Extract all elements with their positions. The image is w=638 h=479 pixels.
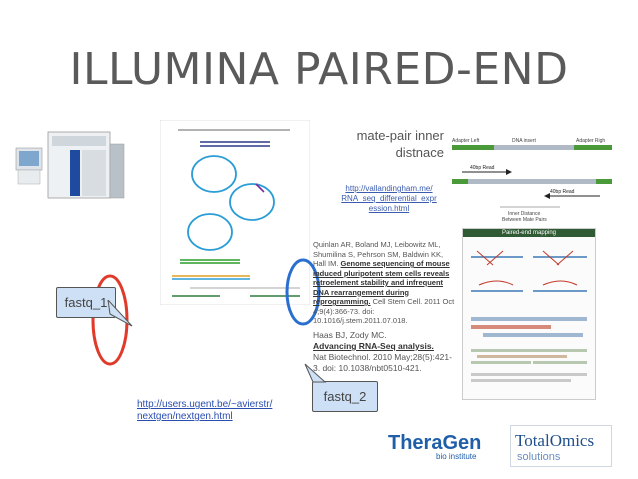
- ref2-authors: Haas BJ, Zody MC.: [313, 330, 387, 340]
- sequencer-image: [15, 131, 125, 199]
- mate-pair-heading: mate-pair inner distnace: [346, 127, 444, 161]
- fastq2-pointer: [304, 363, 327, 383]
- theragen-logo-text: TheraGen: [388, 432, 481, 454]
- sequencer-top-shape: [52, 136, 106, 146]
- ref1-citation: Cell Stem Cell. 2011 Oct 4;9(4):366-73. …: [313, 297, 455, 325]
- read2-label: 40bp Read: [550, 189, 575, 195]
- read2-arrow-head: [544, 193, 550, 199]
- paired-end-mapping-graphics: [471, 250, 587, 382]
- sequencer-side-panel-shape: [82, 150, 106, 196]
- paired-end-mapping-figure: Paired-end mapping: [462, 228, 596, 400]
- reference-1: Quinlan AR, Boland MJ, Leibowitz ML, Shu…: [313, 240, 457, 326]
- read1-arrow-head: [506, 169, 512, 175]
- totalomics-logo-text: TotalOmics: [515, 431, 594, 450]
- theragen-logo-graphic: TheraGen bio institute: [388, 432, 481, 461]
- ugent-link[interactable]: http://users.ugent.be/~avierstr/ nextgen…: [137, 399, 287, 423]
- circle-molecule-1-shape: [191, 155, 237, 193]
- ugent-link-line2[interactable]: nextgen/nextgen.html: [137, 411, 233, 422]
- adapter-right-label: Adapter Righ: [576, 138, 605, 144]
- sequencer-blue-panel-shape: [70, 150, 80, 196]
- fastq1-label: fastq_1: [64, 295, 108, 310]
- fastq2-highlight-circle: [285, 258, 321, 326]
- mate-pair-heading-line1: mate-pair inner: [356, 128, 444, 143]
- read1-label: 40bp Read: [470, 165, 495, 171]
- dna-insert-bar: [494, 145, 574, 150]
- adapter-left-bar: [452, 145, 494, 150]
- circle-molecule-2-shape: [229, 183, 275, 221]
- fastq1-pointer: [107, 300, 133, 327]
- ref1-authors: Quinlan AR, Boland MJ, Leibowitz ML, Shu…: [313, 240, 444, 268]
- theragen-logo: TheraGen bio institute: [384, 425, 494, 465]
- vallandingham-link-line2[interactable]: RNA_seq_differential_expr: [341, 194, 437, 203]
- insert-size-diagram: Adapter Left DNA insert Adapter Righ 40b…: [452, 138, 612, 223]
- protocol-diagram: [160, 120, 310, 305]
- theragen-logo-subtext: bio institute: [436, 452, 477, 461]
- circle-molecule-3-shape: [187, 213, 233, 251]
- ugent-link-line1[interactable]: http://users.ugent.be/~avierstr/: [137, 399, 273, 410]
- ref1-title-link[interactable]: Genome sequencing of mouse induced pluri…: [313, 259, 450, 306]
- ref2-citation: Nat Biotechnol. 2010 May;28(5):421-3. do…: [313, 352, 452, 373]
- ref2-title-link[interactable]: Advancing RNA-Seq analysis.: [313, 341, 434, 351]
- fastq1-callout: fastq_1: [56, 287, 116, 318]
- inner-distance-label-1: Inner Distance: [508, 211, 540, 217]
- keyboard-stand-shape: [17, 169, 41, 185]
- dna-insert-label: DNA insert: [512, 138, 537, 144]
- totalomics-logo: TotalOmics solutions: [510, 425, 612, 467]
- reference-2: Haas BJ, Zody MC. Advancing RNA-Seq anal…: [313, 330, 457, 374]
- adapter-left-label: Adapter Left: [452, 138, 480, 144]
- vallandingham-link-line3[interactable]: ession.html: [368, 204, 410, 213]
- monitor-screen-shape: [19, 151, 39, 166]
- sequencer-side-shape: [109, 143, 125, 199]
- totalomics-logo-subtext: solutions: [517, 451, 561, 463]
- inner-distance-label-2: Between Mate Pairs: [502, 217, 547, 223]
- slide-title: ILLUMINA PAIRED-END: [69, 44, 569, 95]
- mate-pair-heading-line2: distnace: [395, 145, 444, 160]
- vallandingham-link-line1[interactable]: http://vallandingham.me/: [345, 184, 433, 193]
- adapter-right-bar: [574, 145, 612, 150]
- insert-bar-2: [452, 179, 612, 184]
- totalomics-logo-graphic: TotalOmics solutions: [515, 431, 594, 463]
- fastq2-callout: fastq_2: [312, 381, 378, 412]
- vallandingham-link[interactable]: http://vallandingham.me/ RNA_seq_differe…: [336, 184, 442, 214]
- fastq2-label: fastq_2: [323, 389, 367, 404]
- paired-end-mapping-header: Paired-end mapping: [463, 229, 595, 237]
